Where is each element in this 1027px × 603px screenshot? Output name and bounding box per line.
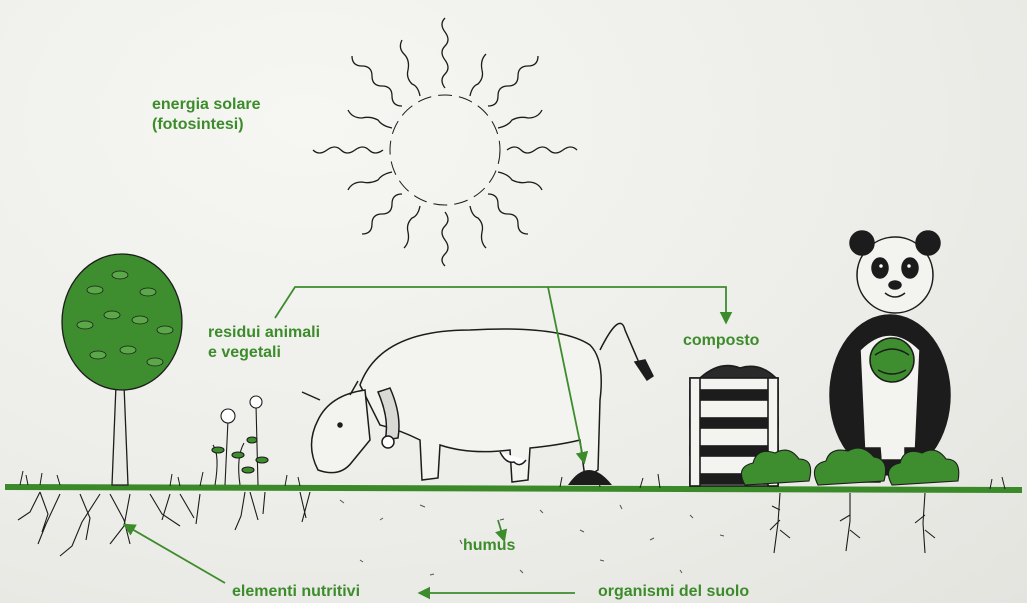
label-compost: composto xyxy=(683,331,759,351)
dung-pile xyxy=(568,470,612,485)
label-solar-energy-line2: (fotosintesi) xyxy=(152,115,261,135)
panda-icon xyxy=(830,231,950,482)
soil-specks xyxy=(340,500,724,575)
sun-icon xyxy=(313,18,577,266)
flowers-icon xyxy=(212,396,268,485)
arrow-residues-to-compost xyxy=(275,287,726,322)
ground-line xyxy=(5,487,1022,490)
label-residues-line1: residui animali xyxy=(208,323,320,343)
label-nutrients: elementi nutritivi xyxy=(232,582,360,602)
tree-icon xyxy=(62,254,182,485)
label-residues: residui animali e vegetali xyxy=(208,323,320,363)
lettuce-icon xyxy=(741,448,958,485)
arrow-nutrients-to-roots xyxy=(125,525,225,583)
label-solar-energy-line1: energia solare xyxy=(152,95,261,115)
label-humus: humus xyxy=(463,536,515,556)
cow-icon xyxy=(302,323,653,482)
label-solar-energy: energia solare (fotosintesi) xyxy=(152,95,261,135)
label-residues-line2: e vegetali xyxy=(208,343,320,363)
label-soil-organisms: organismi del suolo xyxy=(598,582,749,602)
